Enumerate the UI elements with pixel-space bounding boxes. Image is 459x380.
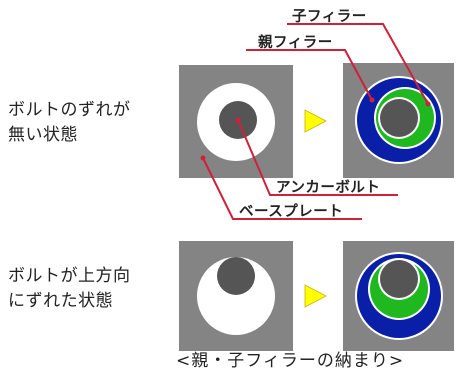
callout-child-filler: 子フィラー (292, 9, 367, 25)
callout-parent-filler: 親フィラー (258, 35, 333, 51)
callout-base-plate: ベースプレート (239, 204, 344, 220)
leader-anchor-bolt (237, 119, 398, 196)
diagram-caption: <親・子フィラーの納まり> (176, 351, 405, 371)
row-label-offset-up: ボルトが上方向 にずれた状態 (8, 266, 131, 311)
leader-base-plate (202, 157, 362, 220)
filler-assembly-offset-up (343, 241, 454, 351)
arrow-icon (304, 284, 327, 308)
arrow-icon (304, 109, 327, 133)
leader-child-filler (287, 23, 429, 105)
filler-assembly-centered (343, 63, 454, 178)
leader-parent-filler (246, 49, 373, 101)
base-plate-centered (179, 65, 293, 178)
row-label-no-offset: ボルトのずれが 無い状態 (8, 100, 131, 145)
callout-anchor-bolt: アンカーボルト (276, 180, 381, 196)
base-plate-offset-up (179, 241, 293, 351)
